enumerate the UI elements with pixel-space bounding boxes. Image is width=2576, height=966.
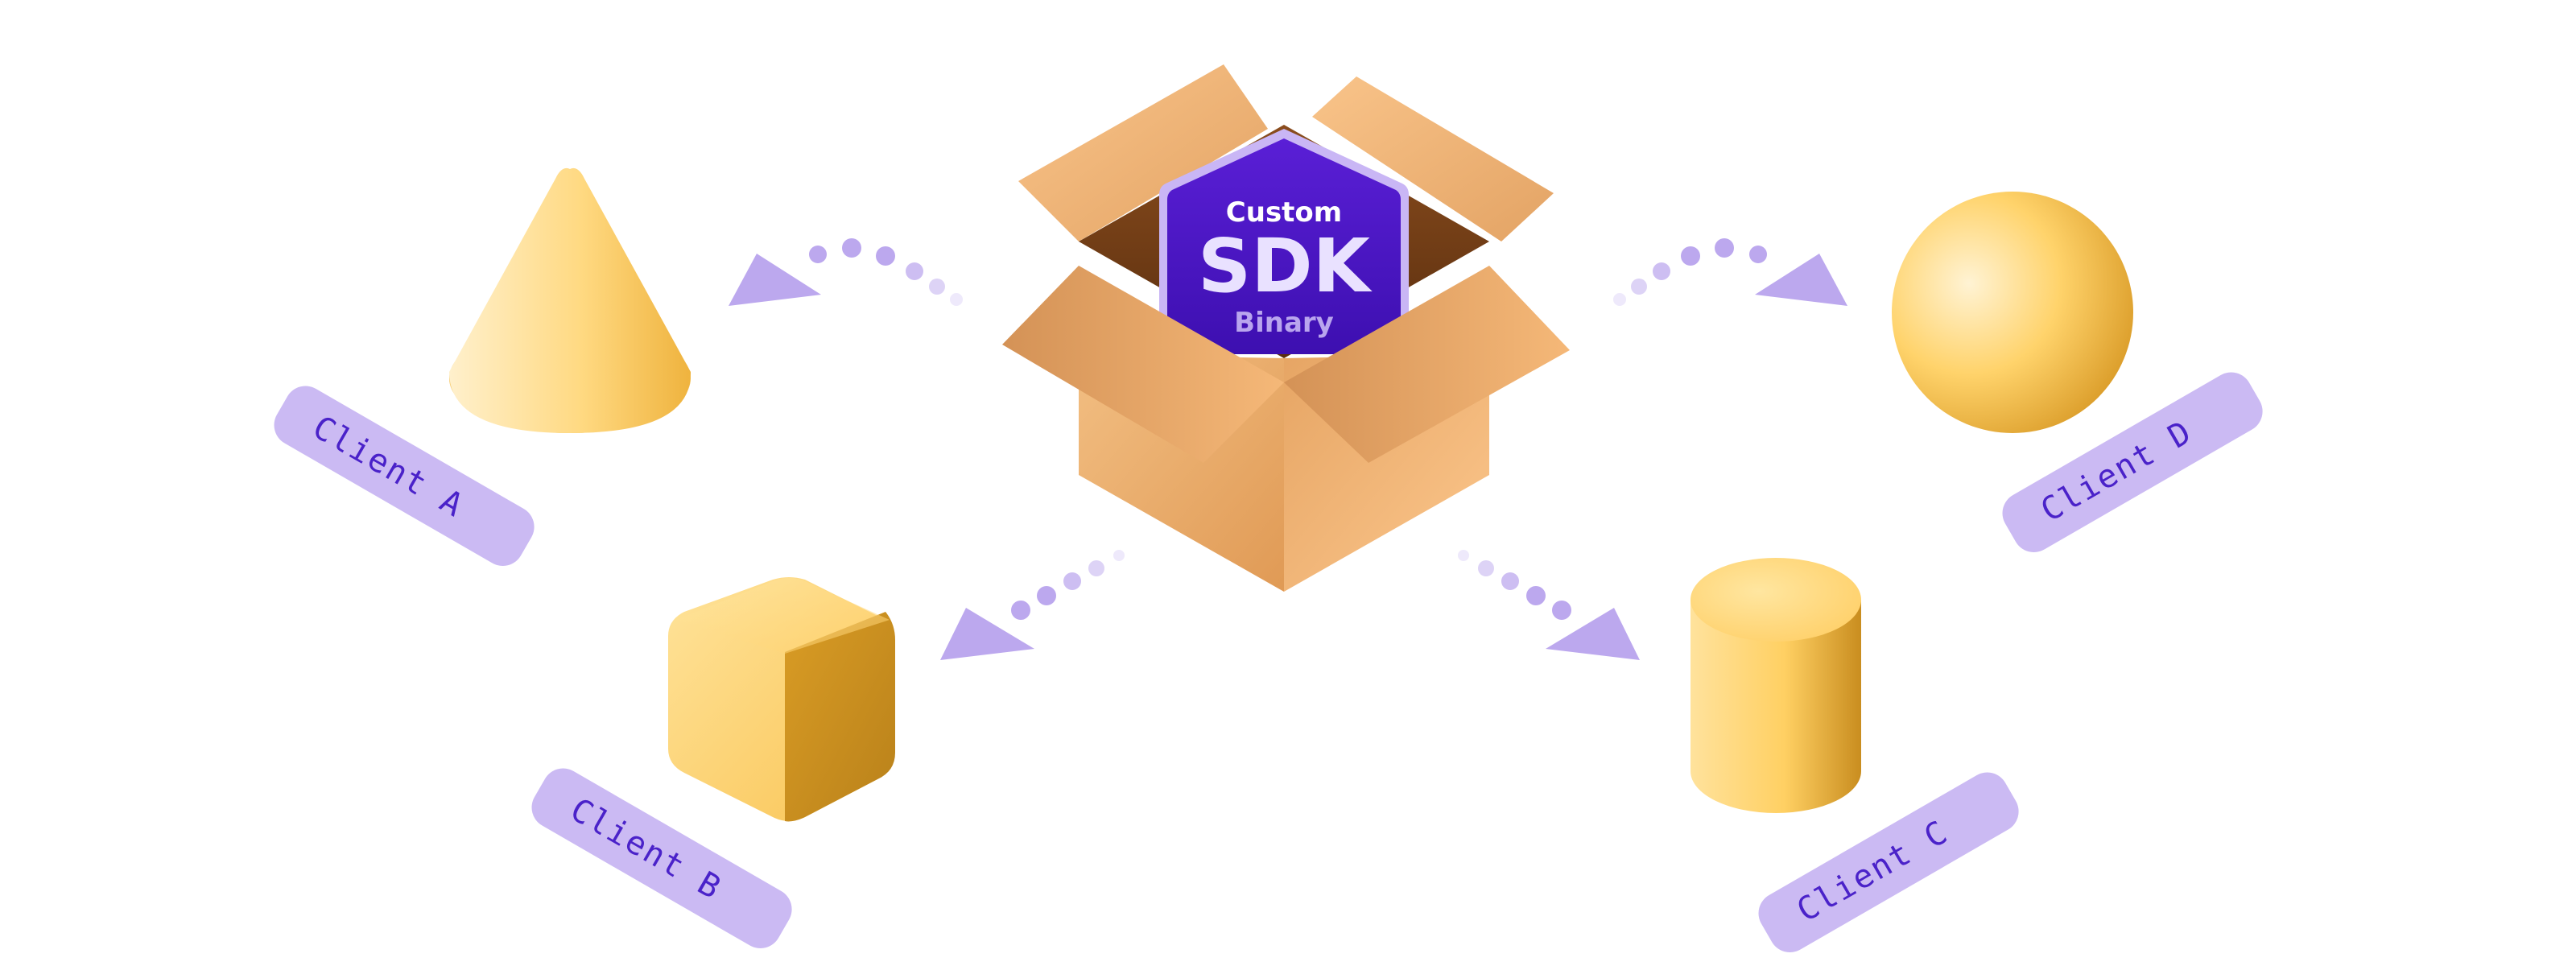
badge-line-sdk: SDK: [1198, 223, 1373, 309]
sdk-badge: Custom SDK Binary: [1159, 129, 1409, 354]
badge-line-binary: Binary: [1234, 307, 1334, 339]
client-d-group: Client D: [1892, 192, 2263, 553]
box-front-left-flap: [1002, 266, 1284, 463]
arrow-to-client-a: [729, 238, 963, 306]
badge-line-custom: Custom: [1226, 196, 1342, 229]
package-box-icon: Custom SDK Binary: [1002, 64, 1570, 592]
client-b-group: Client B: [531, 577, 895, 949]
client-c-group: Client C: [1690, 558, 2019, 953]
client-a-group: Client A: [274, 167, 691, 567]
sphere-icon: [1892, 192, 2133, 433]
arrow-to-client-b: [940, 550, 1125, 660]
box-front-right-flap: [1284, 266, 1570, 463]
arrow-to-client-c: [1458, 550, 1640, 660]
cylinder-icon: [1690, 558, 1861, 813]
arrow-to-client-d: [1613, 238, 1847, 306]
box-back-left-flap: [1018, 64, 1268, 242]
box-back-right-flap: [1312, 76, 1554, 242]
cube-icon: [668, 577, 895, 822]
cone-icon: [449, 167, 691, 433]
